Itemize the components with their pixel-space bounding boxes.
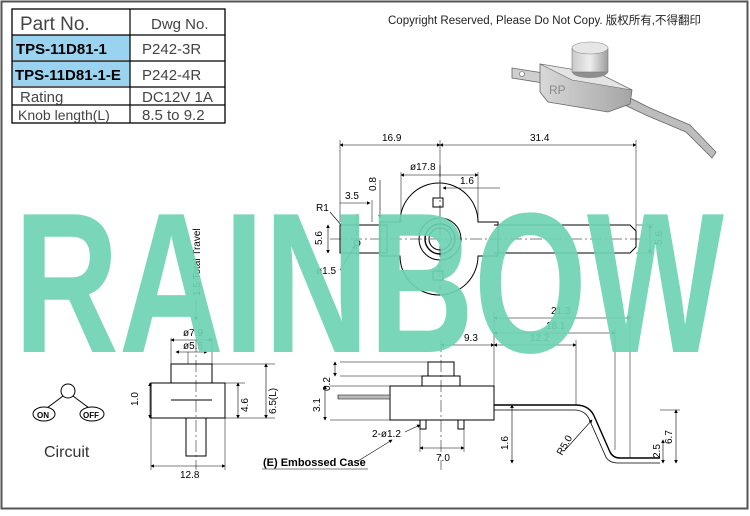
drawing-number-2: P242-4R bbox=[142, 67, 201, 84]
total-travel-label: 1.5 Total Travel bbox=[192, 228, 203, 296]
dim-6-7: 6.7 bbox=[664, 430, 675, 444]
dim-phi-17-8: ø17.8 bbox=[410, 162, 436, 173]
dim-1-6-top: 1.6 bbox=[460, 176, 474, 187]
circuit-off-label: OFF bbox=[83, 411, 99, 420]
dim-1-0: 1.0 bbox=[130, 392, 141, 406]
rainbow-watermark: RAINBOW bbox=[14, 172, 724, 395]
part-number-1: TPS-11D81-1 bbox=[16, 41, 107, 58]
dim-16-9: 16.9 bbox=[382, 133, 402, 144]
dim-6-5-l: 6.5(L) bbox=[268, 388, 279, 414]
rating-label: Rating bbox=[20, 89, 63, 106]
dim-4-6: 4.6 bbox=[240, 398, 251, 412]
dim-0-2: 0.2 bbox=[322, 377, 333, 391]
dim-r5-0: R5.0 bbox=[555, 433, 575, 457]
dim-1-6-side: 1.6 bbox=[500, 436, 511, 450]
circuit-on-label: ON bbox=[37, 411, 49, 420]
embossed-case-note: (E) Embossed Case bbox=[262, 439, 393, 470]
dim-18-1: 18.1 bbox=[546, 321, 566, 332]
front-view bbox=[148, 300, 275, 470]
part-number-2: TPS-11D81-1-E bbox=[15, 67, 121, 84]
dim-12-2: 12.2 bbox=[530, 333, 550, 344]
dim-0-8: 0.8 bbox=[368, 177, 379, 191]
copyright-notice: Copyright Reserved, Please Do Not Copy. … bbox=[388, 13, 701, 27]
dim-12-8: 12.8 bbox=[180, 470, 200, 481]
side-view bbox=[323, 312, 680, 470]
highlight-row-1 bbox=[12, 35, 130, 60]
highlight-row-2 bbox=[12, 61, 130, 86]
circuit-symbol: ON OFF Circuit bbox=[32, 383, 105, 461]
knob-length-label: Knob length(L) bbox=[18, 107, 110, 123]
dim-5-6-left: 5.6 bbox=[314, 231, 325, 245]
circuit-label: Circuit bbox=[44, 444, 90, 461]
dim-21-3: 21.3 bbox=[551, 306, 571, 317]
dim-9-3: 9.3 bbox=[464, 333, 478, 344]
dim-phi-1-5: ø1.5 bbox=[316, 266, 336, 277]
dim-phi-7-9: ø7.9 bbox=[183, 328, 203, 339]
header-part-no: Part No. bbox=[20, 14, 90, 35]
rating-value: DC12V 1A bbox=[142, 89, 213, 106]
knob-length-value: 8.5 to 9.2 bbox=[142, 107, 205, 124]
dim-2-phi-1-2: 2-ø1.2 bbox=[372, 429, 401, 440]
dim-phi-5-5: ø5.5 bbox=[183, 341, 203, 352]
isometric-view: RP bbox=[511, 41, 717, 159]
drawing-number-1: P242-3R bbox=[142, 41, 201, 58]
dim-3-5: 3.5 bbox=[345, 191, 359, 202]
embossed-case-label: (E) Embossed Case bbox=[263, 457, 366, 469]
top-view bbox=[326, 140, 654, 296]
header-dwg-no: Dwg No. bbox=[151, 16, 209, 33]
embossed-rp-mark: RP bbox=[549, 83, 566, 97]
dim-3-1: 3.1 bbox=[312, 398, 323, 412]
dim-2-5: 2.5 bbox=[652, 444, 663, 458]
part-table: Part No. Dwg No. TPS-11D81-1 P242-3R TPS… bbox=[11, 8, 226, 124]
dim-31-4: 31.4 bbox=[530, 133, 550, 144]
dim-7-0: 7.0 bbox=[436, 453, 450, 464]
dim-5-6-right: 5.6 bbox=[654, 231, 665, 245]
dim-r1: R1 bbox=[316, 203, 329, 214]
